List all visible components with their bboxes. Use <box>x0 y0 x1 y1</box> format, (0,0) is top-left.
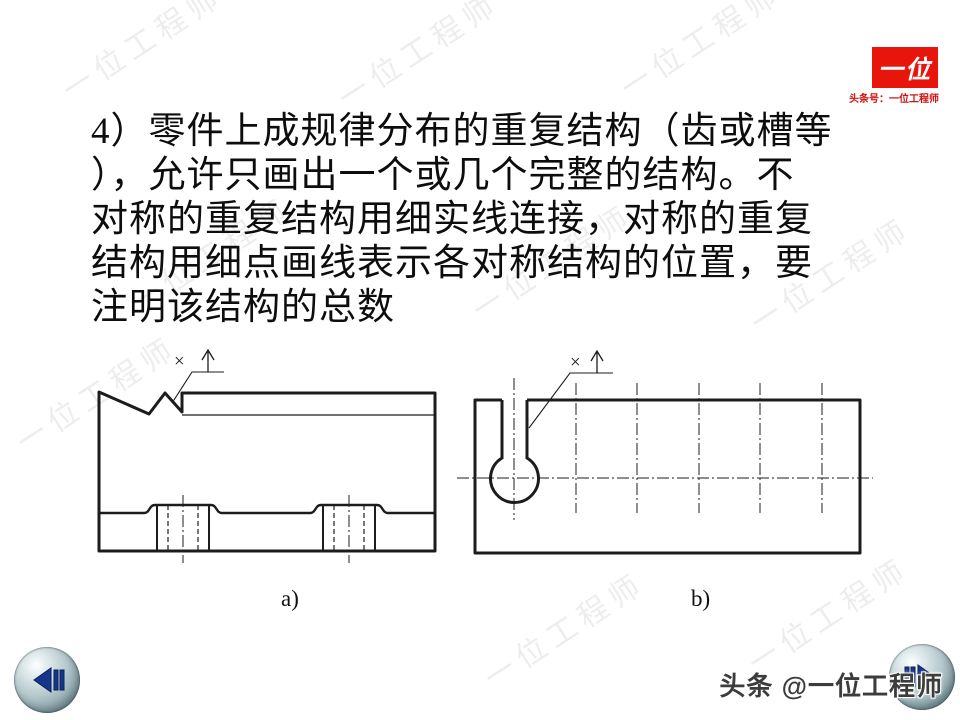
figure-a-drawing: × <box>97 348 437 563</box>
repeat-count-annotation: × <box>570 352 581 373</box>
footer-credit: 头条 @一位工程师 <box>719 671 943 701</box>
watermark-text: 一位工程师 <box>614 0 789 106</box>
watermark-text: 一位工程师 <box>742 551 917 681</box>
watermark-text: 一位工程师 <box>56 0 231 108</box>
leader-line <box>528 372 613 429</box>
up-arrow-icon <box>201 348 215 372</box>
paragraph-line: 注明该结构的总数 <box>91 287 395 328</box>
position-centerlines <box>457 378 873 520</box>
leader-line <box>171 371 224 404</box>
part-outline <box>473 398 862 555</box>
watermark-text: 一位工程师 <box>478 566 653 696</box>
brand-logo-caption: 头条号：一位工程师 <box>849 94 939 105</box>
part-outline <box>97 390 437 553</box>
previous-icon <box>33 667 65 693</box>
up-arrow-icon <box>590 349 604 373</box>
body-paragraph: 4）零件上成规律分布的重复结构（齿或槽等 ），允许只画出一个或几个完整的结构。不… <box>91 110 833 330</box>
paragraph-line: 4）零件上成规律分布的重复结构（齿或槽等 <box>91 111 833 152</box>
brand-logo: 一位 <box>872 47 938 88</box>
figure-b-drawing: × <box>457 349 873 555</box>
paragraph-line: 对称的重复结构用细实线连接，对称的重复 <box>91 199 813 240</box>
figure-a-label: a) <box>281 586 299 611</box>
brand-logo-text: 一位 <box>877 56 932 84</box>
next-icon <box>904 664 936 690</box>
watermark-text: 一位工程师 <box>332 0 507 116</box>
paragraph-line: ），允许只画出一个或几个完整的结构。不 <box>91 155 795 196</box>
next-slide-button[interactable] <box>889 644 955 710</box>
figure-b-label: b) <box>691 586 711 611</box>
slot-edge-lines <box>156 505 376 551</box>
previous-slide-button[interactable] <box>14 647 80 713</box>
paragraph-line: 结构用细点画线表示各对称结构的位置，要 <box>91 243 813 284</box>
slot-centerlines <box>182 495 350 563</box>
repeat-count-annotation: × <box>174 351 185 372</box>
slot-band-profile <box>99 503 435 515</box>
